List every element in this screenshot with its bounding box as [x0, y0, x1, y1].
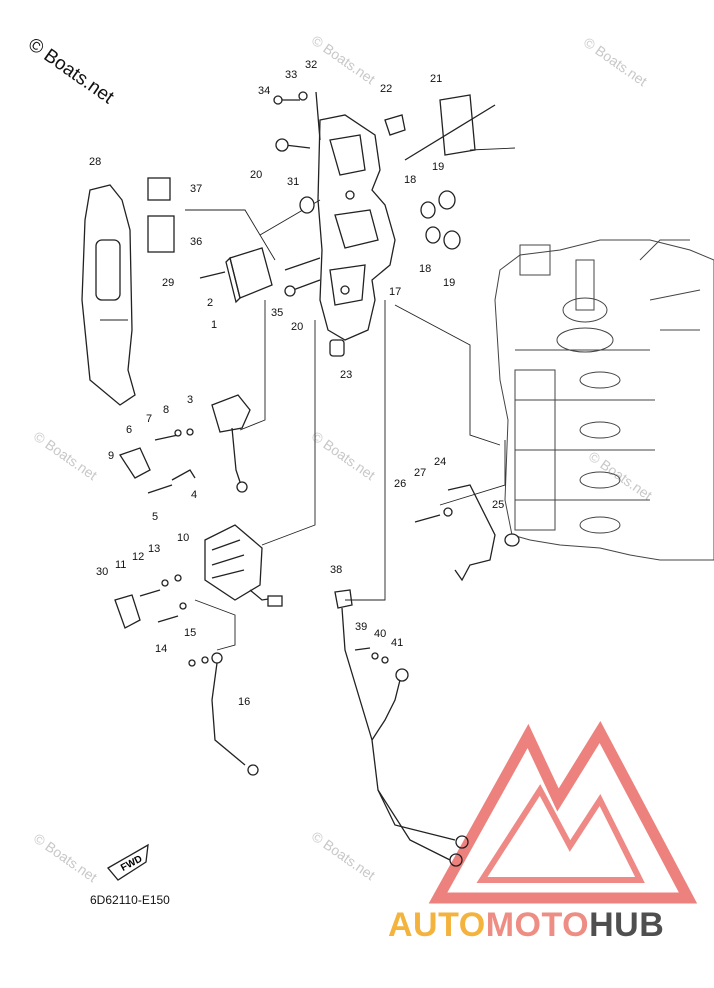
callout: 19: [443, 277, 455, 289]
callout: 4: [191, 489, 197, 501]
callout: 18: [419, 263, 431, 275]
callout: 36: [190, 236, 202, 248]
callout: 20: [291, 321, 303, 333]
callout: 1: [211, 319, 217, 331]
fwd-arrow: FWD: [107, 843, 149, 881]
brand-part-hub: HUB: [589, 906, 665, 944]
callout: 25: [492, 499, 504, 511]
callout: 24: [434, 456, 446, 468]
callout: 38: [330, 564, 342, 576]
callout: 10: [177, 532, 189, 544]
callout: 8: [163, 404, 169, 416]
rectifier-unit: [204, 524, 283, 607]
plug-cap-2: [114, 594, 141, 629]
callout: 21: [430, 73, 442, 85]
callout: 15: [184, 627, 196, 639]
brand-part-moto: MOTO: [485, 906, 590, 944]
callout: 28: [89, 156, 101, 168]
wire-lead-38: [334, 589, 469, 867]
callout: 22: [380, 83, 392, 95]
callout: 35: [271, 307, 283, 319]
plug-cap: [119, 447, 151, 479]
part-code: 6D62110-E150: [90, 893, 170, 907]
callout: 33: [285, 69, 297, 81]
leader-lines: [185, 147, 516, 651]
bracket-24: [447, 484, 496, 582]
callout: 13: [148, 543, 160, 555]
engine-block: [494, 239, 714, 561]
callout: 17: [389, 286, 401, 298]
callout: 9: [108, 450, 114, 462]
callout: 40: [374, 628, 386, 640]
callout: 20: [250, 169, 262, 181]
callout: 2: [207, 297, 213, 309]
ignition-coil: [211, 394, 251, 493]
callout: 30: [96, 566, 108, 578]
label-sticker: [147, 177, 171, 201]
callout: 5: [152, 511, 158, 523]
callout: 11: [115, 559, 126, 571]
callout: 18: [404, 174, 416, 186]
callout: 26: [394, 478, 406, 490]
callout: 12: [132, 551, 144, 563]
brand-part-auto: AUTO: [388, 906, 486, 944]
callout: 6: [126, 424, 132, 436]
ground-lead-16: [211, 652, 259, 776]
callout: 23: [340, 369, 352, 381]
brand-wordmark: AUTOMOTOHUB: [388, 906, 664, 945]
callout: 3: [187, 394, 193, 406]
main-bracket: [317, 114, 396, 341]
brand-logo: [428, 720, 698, 904]
label-plate: [147, 215, 175, 253]
clamp-21: [404, 94, 496, 161]
callout: 16: [238, 696, 250, 708]
callout: 31: [287, 176, 299, 188]
callout: 39: [355, 621, 367, 633]
callout: 27: [414, 467, 426, 479]
relay: [225, 247, 273, 304]
callout: 7: [146, 413, 152, 425]
electrical-cover: [81, 184, 136, 406]
callout: 37: [190, 183, 202, 195]
fasteners: [139, 91, 520, 667]
callout: 14: [155, 643, 167, 655]
callout: 32: [305, 59, 317, 71]
callout-numbers: 1 2 3 4 5 6 7 8 9 10 11 12 13 14 15 16 1…: [89, 59, 504, 708]
callout: 41: [391, 637, 403, 649]
callout: 29: [162, 277, 174, 289]
callout: 34: [258, 85, 270, 97]
callout: 19: [432, 161, 444, 173]
